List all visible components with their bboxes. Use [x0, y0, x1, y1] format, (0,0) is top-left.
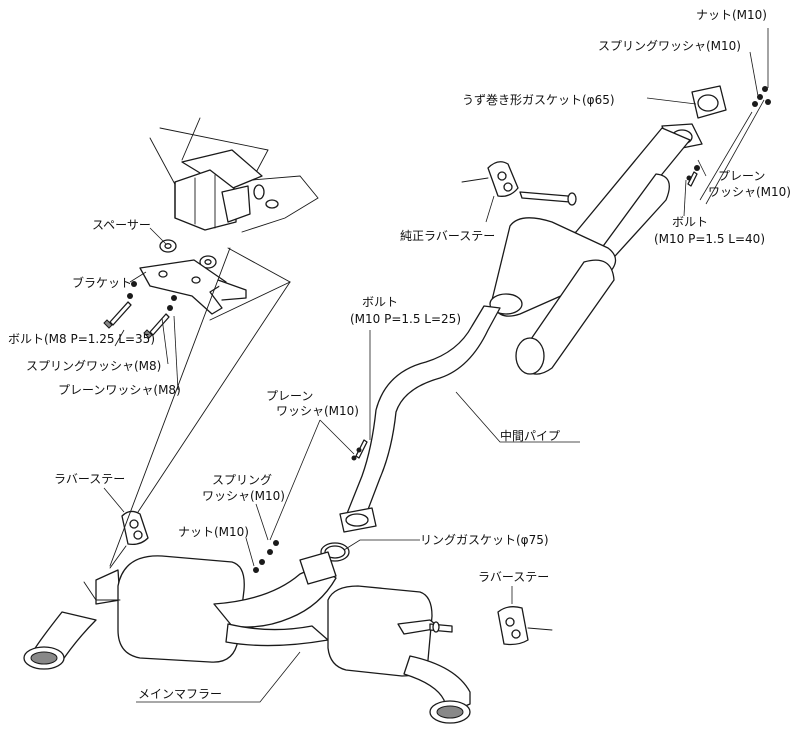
label-genuine-rubber-stay: 純正ラバーステー: [400, 229, 495, 243]
label-rubber-stay-left: ラバーステー: [54, 472, 125, 486]
bracket-part: [139, 259, 247, 315]
reference-lines: [109, 247, 291, 567]
part-labels: ナット(M10) スプリングワッシャ(M10) うず巻き形ガスケット(φ65) …: [8, 8, 791, 701]
m8-fasteners: [103, 281, 177, 339]
spiral-gasket-part: [691, 85, 727, 119]
label-plain-washer-m10-mid-line2: ワッシャ(M10): [276, 404, 359, 418]
label-nut-m10-left: ナット(M10): [178, 525, 249, 539]
label-ring-gasket: リングガスケット(φ75): [420, 533, 549, 547]
label-plain-washer-m10-right-line2: ワッシャ(M10): [708, 185, 791, 199]
genuine-rubber-stay-part: [461, 161, 577, 206]
label-spring-washer-m10-left-line1: スプリング: [212, 473, 272, 487]
label-bolt-m8: ボルト(M8 P=1.25 L=35): [8, 332, 155, 346]
body-mount-block: [174, 149, 263, 231]
label-spring-washer-m10-left-line2: ワッシャ(M10): [202, 489, 285, 503]
label-plain-washer-m10-right-line1: プレーン: [718, 169, 765, 183]
center-pipe-part: [339, 127, 691, 533]
label-bolt-m10-mid-line1: ボルト: [362, 295, 398, 309]
label-plain-washer-m8: プレーンワッシャ(M8): [58, 383, 181, 397]
label-spring-washer-m8: スプリングワッシャ(M8): [26, 359, 161, 373]
label-rubber-stay-right: ラバーステー: [478, 570, 549, 584]
label-main-muffler: メインマフラー: [138, 687, 222, 701]
label-bracket: ブラケット: [72, 275, 132, 290]
left-rubber-stay-part: [109, 510, 149, 569]
label-center-pipe: 中間パイプ: [500, 428, 560, 443]
label-plain-washer-m10-mid-line1: プレーン: [266, 389, 313, 403]
spacer-parts: [159, 239, 217, 269]
label-spring-washer-m10-top: スプリングワッシャ(M10): [598, 39, 741, 53]
label-spacer: スペーサー: [92, 218, 151, 232]
label-bolt-m10-right-line2: (M10 P=1.5 L=40): [654, 232, 765, 246]
label-nut-m10-top: ナット(M10): [696, 8, 767, 22]
label-bolt-m10-right-line1: ボルト: [672, 215, 708, 229]
mid-m10-fasteners: [253, 439, 368, 573]
leader-lines: [103, 28, 769, 703]
label-bolt-m10-mid-line2: (M10 P=1.5 L=25): [350, 312, 461, 326]
label-spiral-gasket: うず巻き形ガスケット(φ65): [462, 93, 615, 107]
top-m10-fasteners: [686, 86, 771, 187]
main-muffler-part: [23, 551, 471, 724]
right-rubber-stay-part: [429, 606, 553, 646]
